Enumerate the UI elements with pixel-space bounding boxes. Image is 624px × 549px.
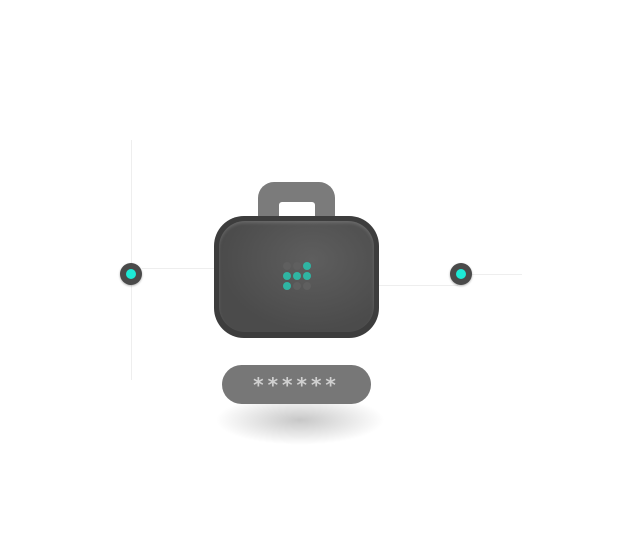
lock-body-icon <box>214 216 379 338</box>
pin-dot-inactive <box>293 282 301 290</box>
password-field: ****** <box>222 365 371 404</box>
pin-dot-active <box>293 272 301 280</box>
circuit-line <box>472 274 522 275</box>
pin-grid <box>219 221 374 332</box>
pin-dot-active <box>283 272 291 280</box>
pin-dot-active <box>283 282 291 290</box>
pin-dot-inactive <box>293 262 301 270</box>
left-node-icon <box>120 263 142 285</box>
right-node-icon <box>450 263 472 285</box>
circuit-line <box>378 285 458 286</box>
pin-dot-active <box>303 262 311 270</box>
circuit-line <box>142 268 222 269</box>
pin-dot-inactive <box>283 262 291 270</box>
password-mask: ****** <box>253 372 340 397</box>
circuit-line <box>131 140 132 380</box>
pin-dot-inactive <box>303 282 311 290</box>
pin-dot-active <box>303 272 311 280</box>
